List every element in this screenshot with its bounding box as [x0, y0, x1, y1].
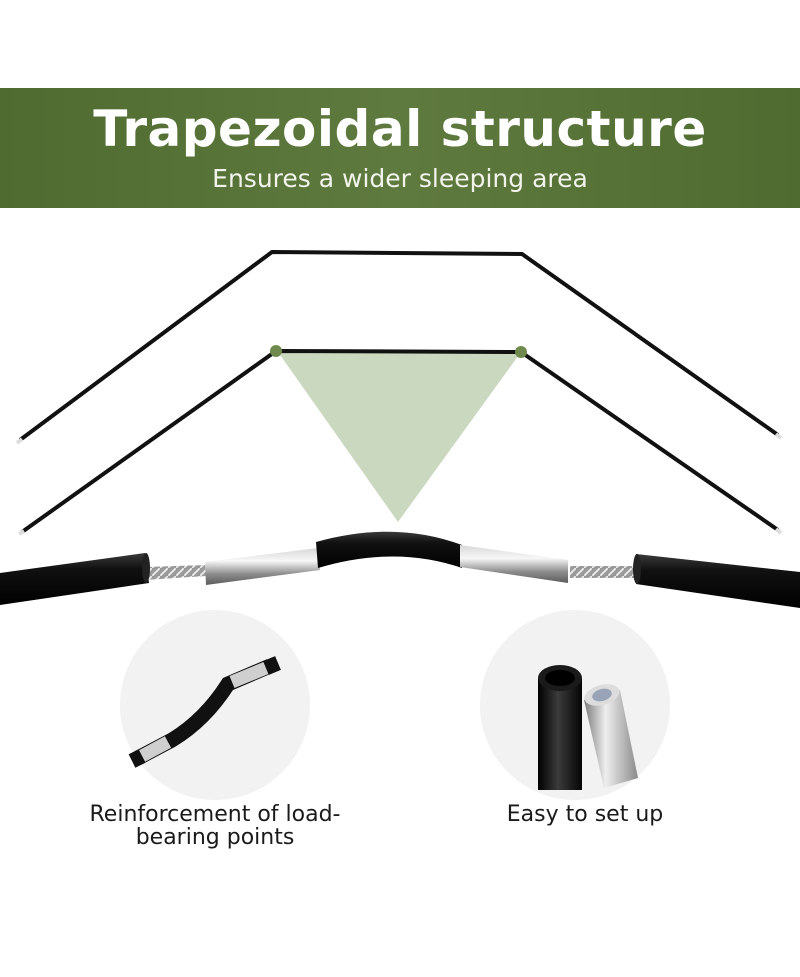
sleeping-area-highlight	[278, 352, 521, 522]
feature-image-circle	[120, 610, 310, 800]
page-subtitle: Ensures a wider sleeping area	[212, 164, 588, 193]
feature-caption: Easy to set up	[506, 802, 664, 827]
tent-frame-illustration	[0, 208, 800, 628]
outer-pole-frame	[18, 250, 780, 442]
joint-right	[515, 346, 527, 358]
feature-easy-setup: Easy to set up	[440, 605, 730, 865]
bent-pole-icon	[128, 656, 281, 768]
pole-connector-icon	[538, 665, 638, 790]
feature-caption: Reinforcement of load-bearing points	[89, 802, 341, 850]
feature-image-circle	[480, 610, 670, 800]
inner-pole-frame	[20, 349, 780, 534]
feature-reinforcement: Reinforcement of load-bearing points	[70, 605, 360, 865]
joint-left	[270, 345, 282, 357]
pole-closeup	[0, 531, 800, 608]
tent-frame-icon	[0, 250, 800, 608]
title-banner: Trapezoidal structure Ensures a wider sl…	[0, 88, 800, 208]
page-title: Trapezoidal structure	[93, 100, 707, 158]
